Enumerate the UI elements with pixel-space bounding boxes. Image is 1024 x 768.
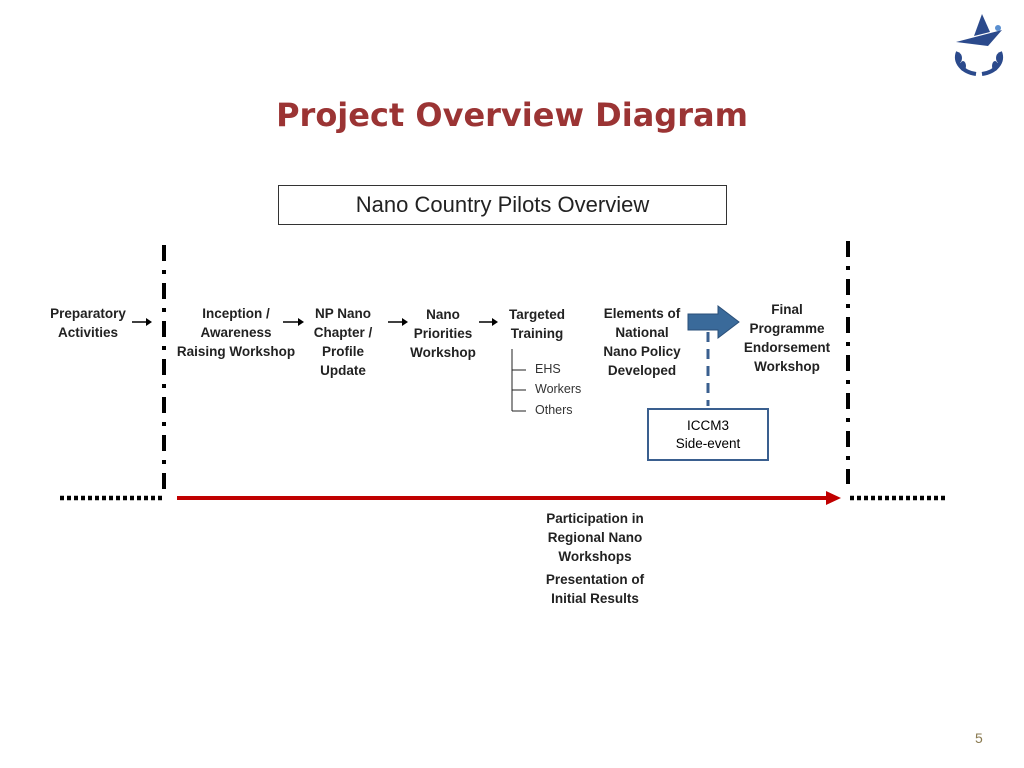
block-arrow-icon — [687, 304, 740, 340]
arrow-3 — [402, 318, 408, 326]
training-item-others: Others — [535, 403, 573, 417]
training-tree — [511, 349, 526, 412]
page-number: 5 — [975, 730, 983, 746]
arrow-4 — [492, 318, 498, 326]
slide-title: Project Overview Diagram — [276, 96, 748, 134]
training-item-workers: Workers — [535, 382, 582, 396]
training-item-ehs: EHS — [535, 362, 561, 376]
timeline-arrow-head — [826, 491, 841, 505]
arrow-2 — [298, 318, 304, 326]
overview-header-box: Nano Country Pilots Overview — [278, 185, 727, 225]
arrow-1 — [146, 318, 152, 326]
sailfish-laurel-logo-icon — [955, 14, 1003, 76]
